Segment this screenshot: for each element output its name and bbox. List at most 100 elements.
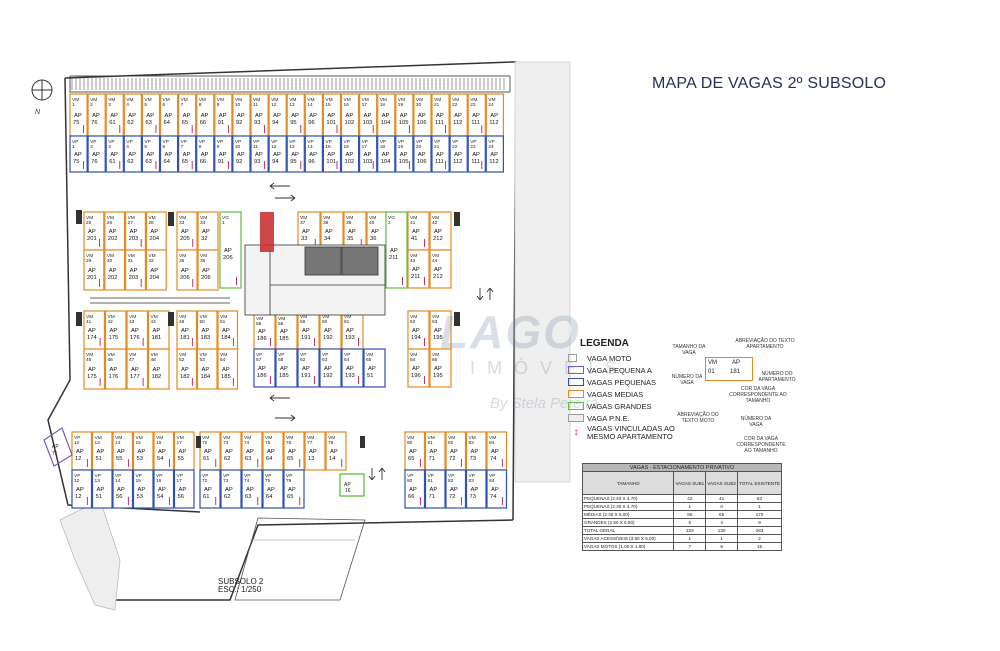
spot-code: VM bbox=[307, 97, 314, 103]
spot-ap-number: 104 bbox=[381, 159, 391, 165]
spot-number: 14 bbox=[307, 144, 313, 150]
spot-code: VM bbox=[108, 97, 115, 103]
spot-number: 15 bbox=[136, 478, 142, 484]
spot-code: VP bbox=[202, 473, 208, 479]
spot-number: 83 bbox=[469, 440, 475, 446]
spot-code: VM bbox=[115, 435, 122, 441]
spot-ap-label: AP bbox=[204, 487, 212, 493]
spot-ap-number: 183 bbox=[201, 335, 211, 341]
spot-number: 64 bbox=[410, 357, 416, 363]
spot-code: VM bbox=[289, 97, 296, 103]
spot-ap-label: AP bbox=[179, 449, 187, 455]
spot-ap-number: 36 bbox=[370, 236, 376, 242]
spot-ap-label: AP bbox=[74, 152, 82, 158]
legend-swatch-icon bbox=[568, 390, 584, 398]
spot-ap-number: 73 bbox=[470, 456, 476, 462]
spot-ap-number: 65 bbox=[408, 456, 414, 462]
spot-number: 81 bbox=[428, 478, 434, 484]
spot-number: 56 bbox=[278, 321, 284, 327]
legend-item-label: VAGAS MEDIAS bbox=[587, 389, 644, 399]
spot-ap-number: 196 bbox=[411, 373, 421, 379]
table-header-cell: VAGAS SUB1 bbox=[673, 471, 707, 495]
spot-number: 6 bbox=[163, 102, 166, 108]
spot-number: 1 bbox=[222, 220, 225, 226]
spot-code: VM bbox=[107, 215, 114, 221]
spot-ap-number: 176 bbox=[109, 374, 119, 380]
spot-number: 27 bbox=[128, 220, 134, 226]
spot-number: 72 bbox=[202, 440, 208, 446]
spot-ap-label: AP bbox=[255, 113, 263, 119]
spot-code: VM bbox=[434, 97, 441, 103]
spot-code: VM bbox=[151, 314, 158, 320]
spot-ap-label: AP bbox=[97, 449, 105, 455]
spot-code: VM bbox=[432, 314, 439, 320]
spot-code: VM bbox=[488, 97, 495, 103]
spot-ap-number: 64 bbox=[164, 120, 171, 126]
spot-number: 35 bbox=[179, 258, 185, 264]
spot-ap-label: AP bbox=[88, 328, 96, 334]
spot-ap-number: 203 bbox=[129, 236, 139, 242]
spot-ap-number: 105 bbox=[399, 159, 409, 165]
spot-ap-label: AP bbox=[183, 113, 191, 119]
table-cell: 8 bbox=[705, 542, 738, 551]
spot-code: VM bbox=[253, 97, 260, 103]
table-cell: 1 bbox=[736, 502, 783, 511]
arrow-icon: ↕ bbox=[573, 427, 579, 438]
spot-code: VM bbox=[410, 352, 417, 358]
spot-code: VM bbox=[179, 215, 186, 221]
spot-ap-label: AP bbox=[368, 366, 376, 372]
spot-ap-label: AP bbox=[418, 152, 426, 158]
spot-code: VP bbox=[398, 139, 404, 145]
spot-number: 43 bbox=[410, 258, 416, 264]
spot-number: 44 bbox=[151, 319, 157, 325]
legend-swatch-icon bbox=[568, 366, 584, 374]
spot-ap-number: 93 bbox=[254, 120, 260, 126]
spot-code: VP bbox=[448, 473, 454, 479]
legend-item: VAGA P.N.E. bbox=[568, 412, 758, 424]
spot-number: 84 bbox=[489, 478, 495, 484]
spot-ap-label: AP bbox=[273, 113, 281, 119]
spot-ap-label: AP bbox=[412, 267, 420, 273]
watermark-signature: By Stela Pereira bbox=[490, 395, 599, 412]
spot-code: VM bbox=[328, 435, 335, 441]
spot-code: VM bbox=[469, 435, 476, 441]
neighbor-lot-left bbox=[59, 499, 121, 611]
spot-ap-label: AP bbox=[181, 229, 189, 235]
spot-number: 76 bbox=[286, 478, 292, 484]
spot-ap-number: 51 bbox=[96, 456, 102, 462]
spot-number: 63 bbox=[322, 357, 328, 363]
legend-item-label: VAGA P.N.E. bbox=[587, 413, 630, 423]
spot-number: 33 bbox=[179, 220, 185, 226]
spot-code: VP bbox=[469, 473, 475, 479]
example-number-label: NÚMERO DA VAGA bbox=[671, 374, 703, 386]
example-moto-color-label: COR DA VAGA CORRESPONDENTE AO TAMANHO bbox=[736, 436, 786, 454]
spot-ap-label: AP bbox=[491, 449, 499, 455]
spot-code: VM bbox=[410, 314, 417, 320]
spot-number: 23 bbox=[470, 144, 476, 150]
spot-ap-number: 71 bbox=[429, 494, 435, 500]
spot-ap-label: AP bbox=[150, 268, 158, 274]
spot-ap-number: 65 bbox=[182, 159, 188, 165]
spot-ap-number: 175 bbox=[87, 374, 97, 380]
spot-number: 31 bbox=[128, 258, 134, 264]
